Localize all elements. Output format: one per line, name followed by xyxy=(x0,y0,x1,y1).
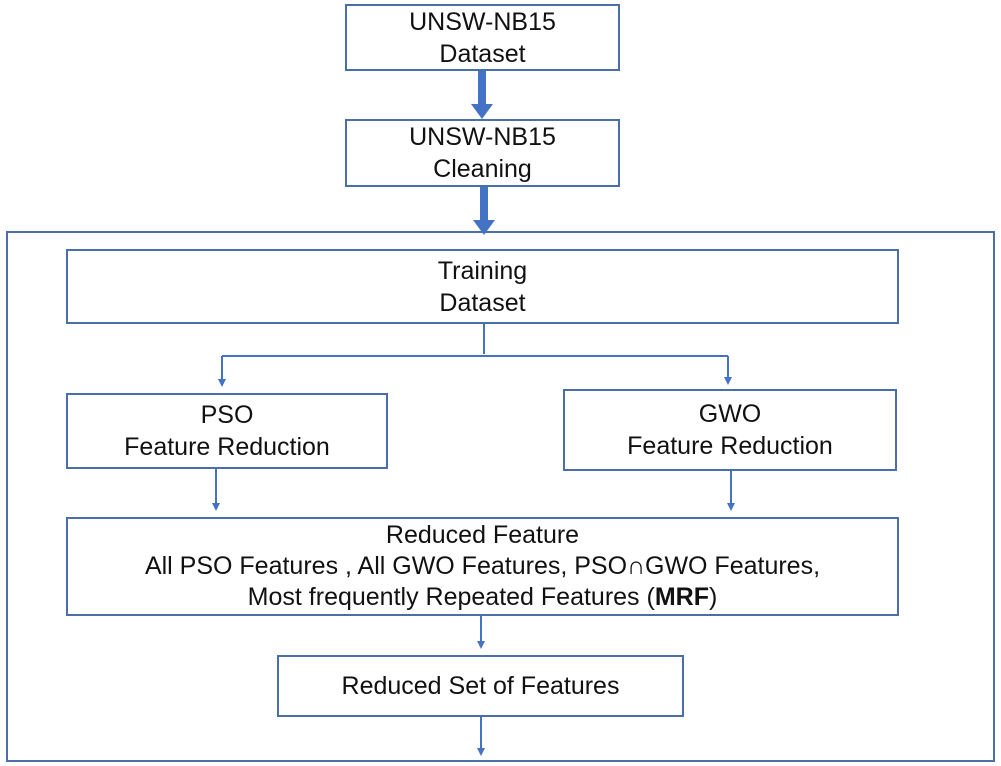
dataset-label-line1: UNSW-NB15 xyxy=(409,7,556,36)
reduced-set-box: Reduced Set of Features xyxy=(277,655,684,717)
reduced-feature-mrf-line: Most frequently Repeated Features (MRF) xyxy=(248,582,718,613)
gwo-box: GWO Feature Reduction xyxy=(563,389,897,471)
training-label-line2: Dataset xyxy=(439,288,526,317)
pso-label-line2: Feature Reduction xyxy=(124,433,330,461)
split-connector xyxy=(218,324,732,387)
training-label-line1: Training xyxy=(437,256,528,285)
pso-box: PSO Feature Reduction xyxy=(66,393,388,469)
reduced-feature-box: Reduced Feature All PSO Features , All G… xyxy=(66,517,899,616)
cleaning-label-line2: Cleaning xyxy=(433,155,532,183)
gwo-label-line1: GWO xyxy=(698,400,762,428)
reduced-set-label: Reduced Set of Features xyxy=(341,672,620,700)
training-box: Training Dataset xyxy=(66,249,899,324)
reduced-feature-title: Reduced Feature xyxy=(385,521,580,549)
arrow-dataset-to-cleaning xyxy=(471,71,493,119)
dataset-label-line2: Dataset xyxy=(439,39,526,68)
mrf-suffix: ) xyxy=(708,583,718,611)
cleaning-label-line1: UNSW-NB15 xyxy=(409,123,556,151)
mrf-abbreviation: MRF xyxy=(654,583,709,611)
reduced-feature-options: All PSO Features , All GWO Features, PSO… xyxy=(144,552,821,580)
cleaning-box: UNSW-NB15 Cleaning xyxy=(345,119,620,187)
arrow-cleaning-to-training xyxy=(473,187,495,235)
pso-label-line1: PSO xyxy=(200,401,254,429)
dataset-box: UNSW-NB15 Dataset xyxy=(345,4,620,71)
gwo-label-line2: Feature Reduction xyxy=(627,432,833,460)
processing-frame xyxy=(6,231,995,762)
mrf-prefix: Most frequently Repeated Features ( xyxy=(247,583,655,611)
